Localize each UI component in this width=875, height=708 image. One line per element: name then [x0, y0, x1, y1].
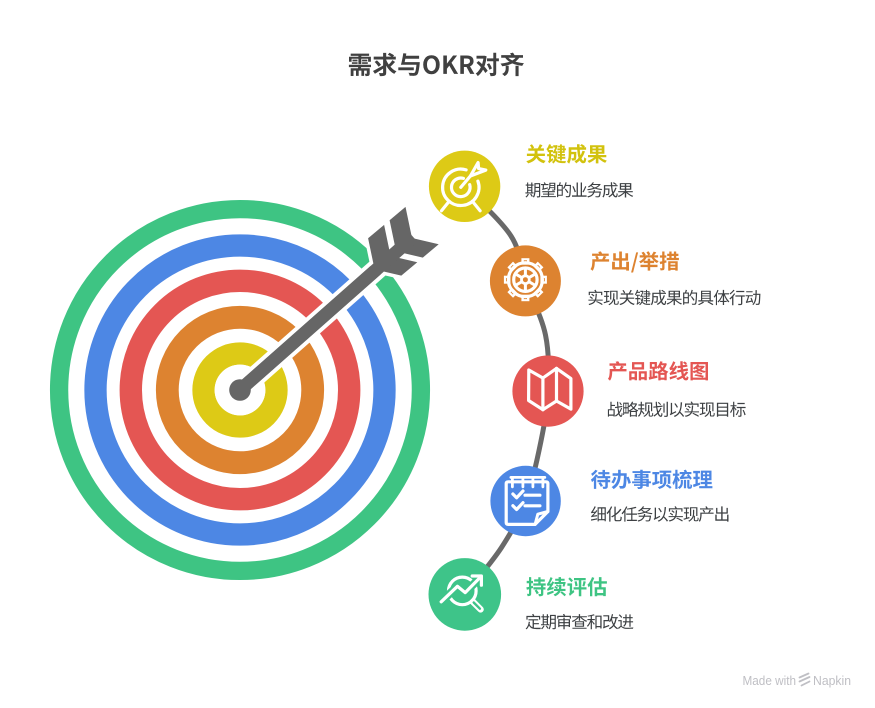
svg-text:Napkin: Napkin	[813, 673, 851, 688]
svg-text:Made with: Made with	[743, 673, 797, 688]
